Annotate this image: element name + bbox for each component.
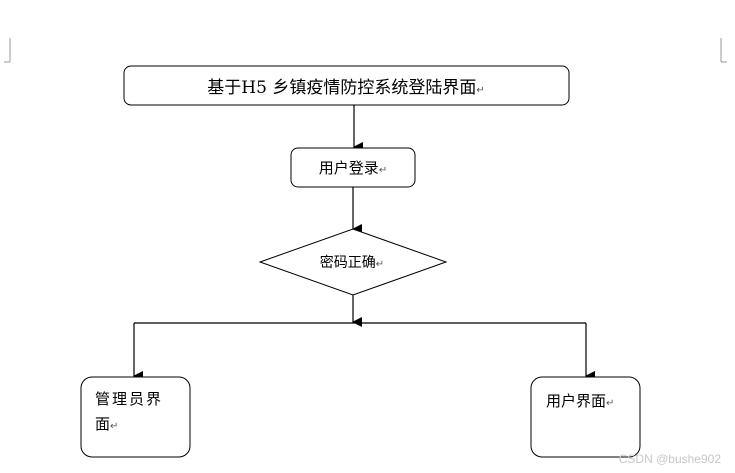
login-box: 用户登录↵ (290, 147, 416, 188)
title-box: 基于H5 乡镇疫情防控系统登陆界面↵ (123, 65, 570, 106)
user-box: 用户界面↵ (530, 376, 641, 458)
decision-diamond: 密码正确↵ (258, 228, 448, 296)
login-text: 用户登录↵ (319, 159, 387, 177)
corner-mark-left (4, 38, 11, 63)
admin-text-line2: 面↵ (95, 415, 118, 433)
page-corner-marks (4, 38, 727, 63)
watermark: CSDN @bushe902 (618, 452, 721, 466)
admin-text-line1: 管理员界 (95, 390, 163, 408)
admin-box: 管理员界 面↵ (80, 376, 191, 458)
title-text: 基于H5 乡镇疫情防控系统登陆界面↵ (207, 78, 484, 98)
corner-mark-right (720, 38, 727, 63)
user-text: 用户界面↵ (546, 392, 614, 410)
decision-text: 密码正确↵ (320, 254, 384, 271)
